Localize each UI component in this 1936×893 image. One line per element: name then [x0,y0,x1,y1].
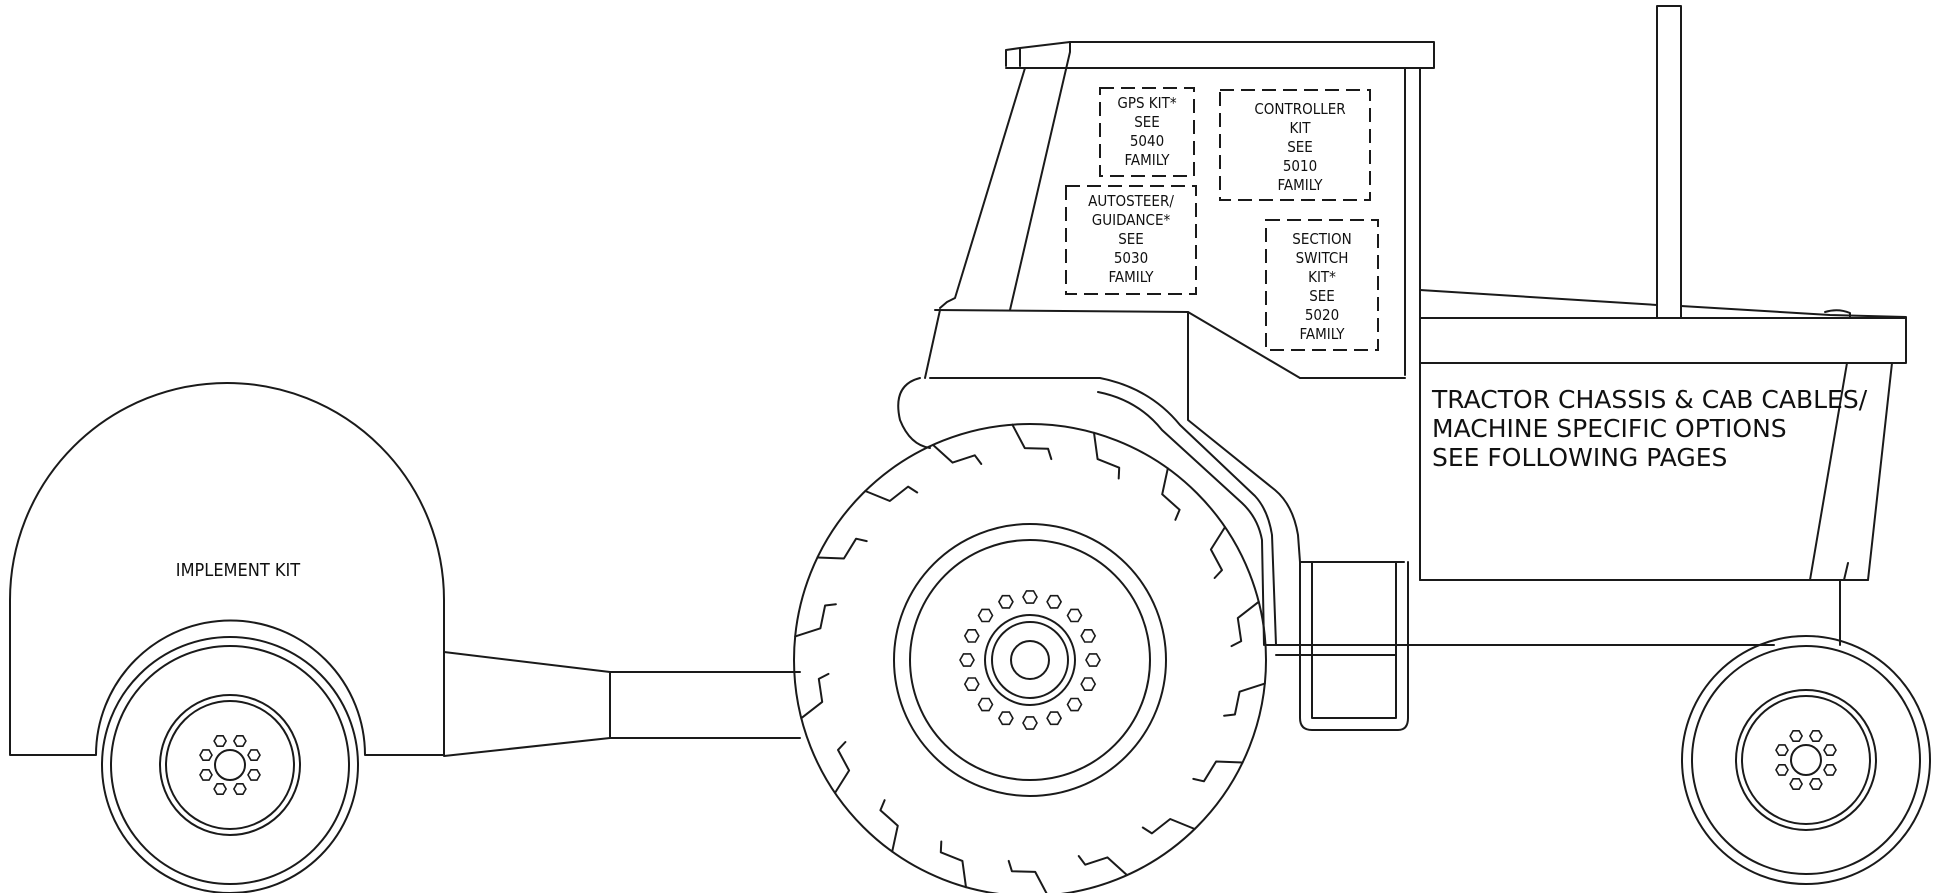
tread-lug [1209,526,1226,579]
gps-kit-line: FAMILY [1125,151,1171,169]
tread-lug [834,741,851,794]
cab-pillar [939,67,1026,309]
drawbar [443,651,801,757]
section-switch-line: SEE [1309,287,1335,305]
controller-kit-line: KIT [1289,119,1311,137]
autosteer-box: AUTOSTEER/ GUIDANCE* SEE 5030 FAMILY [1065,185,1197,295]
wheel-bolt [1823,763,1837,776]
exhaust-stack [1656,5,1682,319]
autosteer-line: GUIDANCE* [1092,211,1171,229]
autosteer-line: SEE [1118,230,1144,248]
wheel-bolt [1085,653,1101,667]
wheel-bolt [1066,697,1083,712]
wheel-bolt [1046,711,1063,726]
wheel-bolt [963,677,980,692]
wheel-bolt [247,749,261,762]
controller-kit-line: FAMILY [1278,176,1324,194]
implement-kit-label: IMPLEMENT KIT [176,560,300,581]
tread-lug [794,603,837,638]
implement-body [9,382,445,756]
tread-lug [1223,682,1266,717]
section-switch-box: SECTION SWITCH KIT* SEE 5020 FAMILY [1265,219,1379,351]
autosteer-line: AUTOSTEER/ [1088,192,1174,210]
tractor-body [897,5,1907,731]
wheel-bolt [997,594,1014,609]
chassis-note-line: SEE FOLLOWING PAGES [1432,443,1727,472]
tread-lug [932,443,983,465]
wheel-bolt [997,711,1014,726]
wheel-bolt [1022,716,1038,730]
wheel-bolt [232,782,247,796]
implement-wheel [101,636,359,893]
hood [1419,289,1907,364]
chassis-note-line: MACHINE SPECIFIC OPTIONS [1432,414,1787,443]
section-switch-line: SWITCH [1296,249,1349,267]
wheel-bolt [977,697,994,712]
cab-step [1299,561,1409,731]
wheel-bolt [977,608,994,623]
wheel-bolt [1066,608,1083,623]
tread-lug [879,799,899,853]
controller-kit-box: CONTROLLER KIT SEE 5010 FAMILY [1219,89,1371,201]
wheel-bolt [1080,628,1097,643]
gps-kit-line: SEE [1134,113,1160,131]
autosteer-line: FAMILY [1109,268,1155,286]
tread-lug [1007,859,1048,893]
tread-lug [939,840,967,889]
wheel-bolt [199,749,213,762]
tread-lug [1230,600,1260,648]
tread-lug [1192,760,1244,783]
section-switch-line: 5020 [1305,306,1339,324]
section-switch-line: KIT* [1308,268,1336,286]
gps-kit-line: GPS KIT* [1117,94,1177,112]
wheel-bolt [959,653,975,667]
tread-lug [816,537,868,560]
gps-kit-box: GPS KIT* SEE 5040 FAMILY [1099,87,1195,177]
wheel-bolt [247,768,261,781]
wheel-bolt [1789,729,1804,743]
implement: IMPLEMENT KIT [9,382,801,893]
wheel-bolt [232,734,247,748]
wheel-bolt [1080,677,1097,692]
autosteer-line: 5030 [1114,249,1148,267]
wheel-bolt [1775,744,1789,757]
section-switch-line: SECTION [1292,230,1351,248]
tread-lug [1093,431,1121,480]
chassis-note-line: TRACTOR CHASSIS & CAB CABLES/ [1431,385,1868,414]
wheel-bolt [1823,744,1837,757]
front-wheel [1681,635,1931,885]
tread-lug [864,485,919,502]
controller-kit-line: SEE [1287,138,1313,156]
wheel-bolt [1022,590,1038,604]
rear-fender [934,309,1405,563]
tread-lug [1161,467,1181,521]
controller-kit-line: 5010 [1283,157,1317,175]
wheel-bolt [1046,594,1063,609]
wheel-bolt [213,782,228,796]
section-switch-line: FAMILY [1300,325,1346,343]
chassis-note: TRACTOR CHASSIS & CAB CABLES/ MACHINE SP… [1431,385,1868,472]
wheel-bolt [1808,777,1823,791]
controller-kit-line: CONTROLLER [1254,100,1345,118]
wheel-bolt [1789,777,1804,791]
rear-wheel [793,423,1267,893]
wheel-bolt [1808,729,1823,743]
wheel-bolt [213,734,228,748]
wheel-bolt [199,768,213,781]
tread-lug [800,672,830,720]
wheel-bolt [1775,763,1789,776]
tread-lug [1141,818,1196,835]
wheel-bolt [963,628,980,643]
tread-lug [1077,855,1128,877]
tread-lug [1011,423,1053,461]
gps-kit-line: 5040 [1130,132,1164,150]
